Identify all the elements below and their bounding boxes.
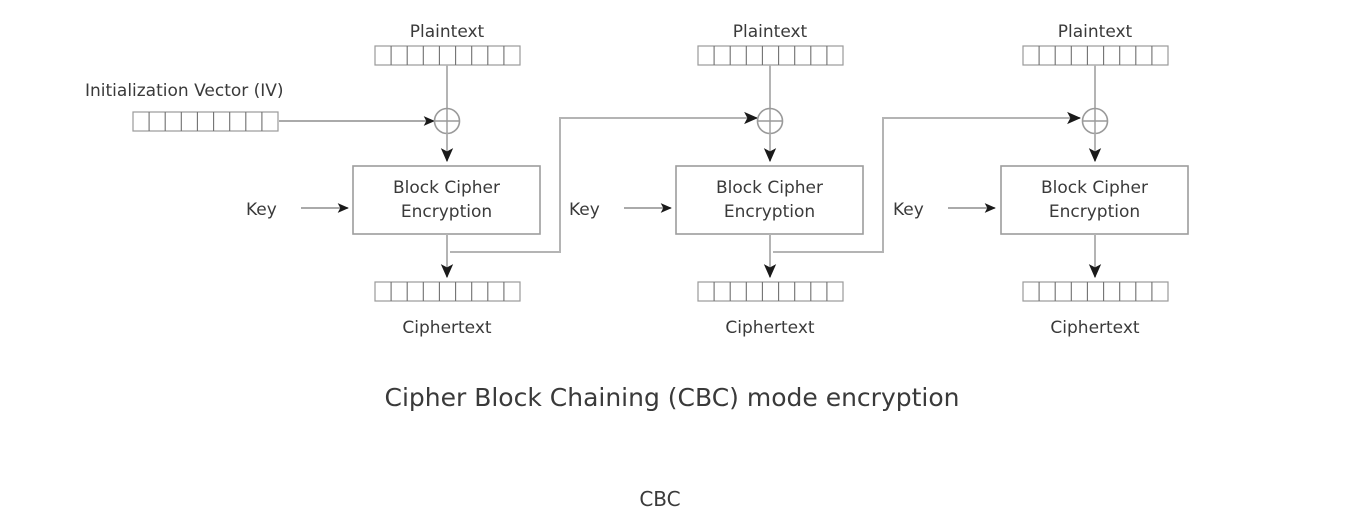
- ciphertext-label-1: Ciphertext: [402, 318, 491, 338]
- plaintext-block-2: [697, 45, 844, 66]
- block-cipher-line2-1: Encryption: [401, 202, 492, 222]
- block-cipher-box-1: Block Cipher Encryption: [352, 165, 541, 235]
- block-cipher-box-2: Block Cipher Encryption: [675, 165, 864, 235]
- ciphertext-block-1: [374, 281, 521, 302]
- plaintext-block-1: [374, 45, 521, 66]
- block-cipher-line2-3: Encryption: [1049, 202, 1140, 222]
- plaintext-label-3: Plaintext: [1058, 22, 1133, 42]
- chaining-wire-2-to-3: [773, 111, 1082, 253]
- iv-label: Initialization Vector (IV): [85, 81, 284, 101]
- block-cipher-box-3: Block Cipher Encryption: [1000, 165, 1189, 235]
- ciphertext-block-2: [697, 281, 844, 302]
- xor-gate-2: [756, 107, 784, 135]
- ciphertext-block-3: [1022, 281, 1169, 302]
- iv-block: [132, 111, 279, 132]
- block-cipher-line2-2: Encryption: [724, 202, 815, 222]
- key-label-1: Key: [246, 200, 277, 220]
- plaintext-label-2: Plaintext: [733, 22, 808, 42]
- diagram-title: Cipher Block Chaining (CBC) mode encrypt…: [384, 383, 959, 412]
- ciphertext-label-3: Ciphertext: [1050, 318, 1139, 338]
- ciphertext-label-2: Ciphertext: [725, 318, 814, 338]
- block-cipher-line1-3: Block Cipher: [1041, 178, 1148, 198]
- chaining-wire-1-to-2: [450, 111, 759, 253]
- xor-gate-3: [1081, 107, 1109, 135]
- block-cipher-line1-2: Block Cipher: [716, 178, 823, 198]
- block-cipher-line1-1: Block Cipher: [393, 178, 500, 198]
- diagram-footer-caption: CBC: [639, 487, 680, 511]
- plaintext-label-1: Plaintext: [410, 22, 485, 42]
- key-label-2: Key: [569, 200, 600, 220]
- plaintext-block-3: [1022, 45, 1169, 66]
- key-label-3: Key: [893, 200, 924, 220]
- xor-gate-1: [433, 107, 461, 135]
